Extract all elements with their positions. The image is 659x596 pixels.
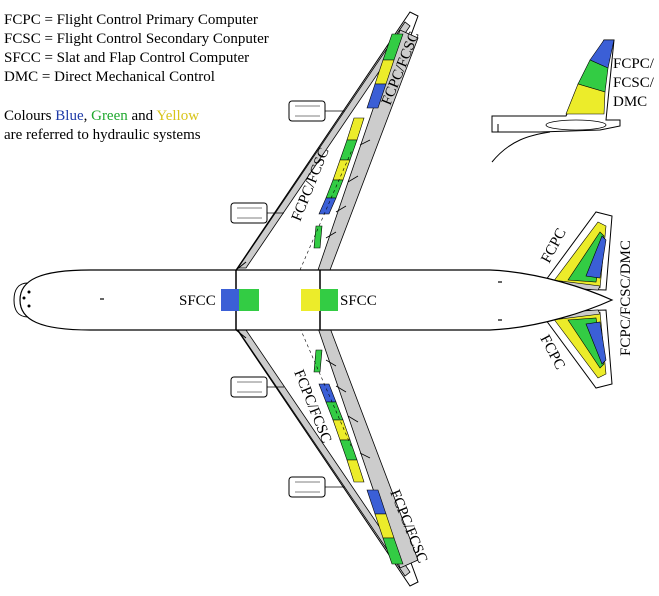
engine-lower-inner <box>230 376 284 398</box>
sfcc-left-blue <box>221 289 239 311</box>
label-tail-fcpc-fcsc-dmc: FCPC/FCSC/DMC <box>618 240 634 356</box>
label-sfcc-right: SFCC <box>340 293 377 309</box>
legend-colour-and: and <box>131 108 154 124</box>
sfcc-right-green <box>320 289 338 311</box>
engine-upper-inner <box>230 202 284 224</box>
lower-aileron-outer-green <box>382 537 404 565</box>
upper-wing <box>235 11 419 271</box>
vertical-fin-inset <box>491 39 621 163</box>
legend-sfcc: SFCC = Slat and Flap Control Computer <box>4 50 250 66</box>
legend-hydraulic-note: are referred to hydraulic systems <box>4 127 201 143</box>
lower-wing <box>235 327 419 587</box>
label-sfcc-left: SFCC <box>179 293 216 309</box>
legend-fcsc: FCSC = Flight Control Secondary Conputer <box>4 31 269 47</box>
upper-inboard-green <box>313 225 323 249</box>
upper-aileron-inner-blue <box>366 83 387 109</box>
legend-fcpc: FCPC = Flight Control Primary Computer <box>4 12 258 28</box>
legend-colour-green: Green <box>91 108 128 124</box>
lower-inboard-green <box>313 349 323 373</box>
label-fin-line3: DMC <box>613 94 647 110</box>
sfcc-left-green <box>239 289 259 311</box>
legend-colour-blue: Blue <box>55 108 84 124</box>
label-fin-line1: FCPC/ <box>613 56 655 72</box>
legend-colour-yellow: Yellow <box>156 108 200 124</box>
upper-stabilizer <box>539 211 613 291</box>
label-fin-line2: FCSC/ <box>613 75 655 91</box>
legend-colour-sep: , <box>83 108 88 124</box>
fuselage <box>13 261 614 339</box>
legend-colours-line: Colours Blue, Green and Yellow <box>4 108 199 125</box>
sfcc-right-yellow <box>301 289 320 311</box>
legend-colours-prefix: Colours <box>4 108 52 124</box>
legend-dmc: DMC = Direct Mechanical Control <box>4 69 215 85</box>
engine-lower-outer <box>288 476 345 498</box>
engines <box>230 100 345 498</box>
upper-spoiler-blue <box>318 197 337 215</box>
lower-spoiler-yellow2 <box>346 459 365 483</box>
engine-upper-outer <box>288 100 345 122</box>
